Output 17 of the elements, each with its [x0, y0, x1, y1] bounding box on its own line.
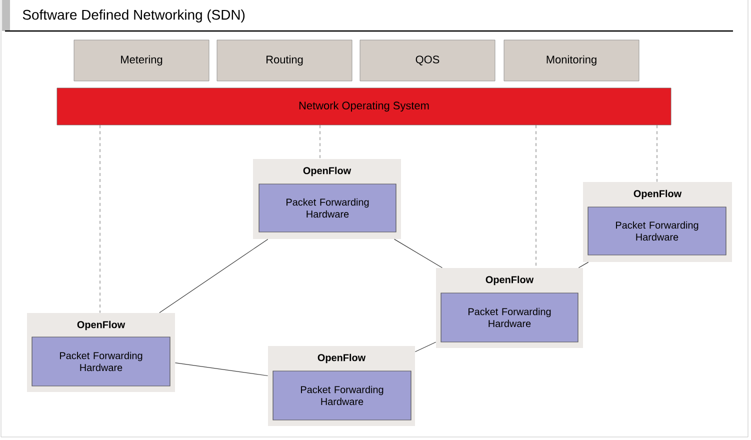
- hardware-box: Packet Forwarding Hardware: [32, 336, 170, 386]
- service-box: QOS: [360, 40, 496, 82]
- hardware-box: Packet Forwarding Hardware: [258, 184, 396, 232]
- connector-line: [159, 238, 268, 314]
- hardware-box: Packet Forwarding Hardware: [272, 370, 412, 420]
- title: Software Defined Networking (SDN): [22, 10, 245, 22]
- connector-line: [414, 342, 436, 352]
- service-box: Routing: [216, 40, 352, 82]
- hardware-box: Packet Forwarding Hardware: [588, 206, 726, 256]
- service-box: Metering: [74, 40, 210, 82]
- connector-line: [394, 238, 442, 268]
- connector-line: [578, 262, 589, 268]
- hardware-box: Packet Forwarding Hardware: [440, 292, 578, 342]
- system-bar: Network Operating System: [56, 88, 672, 126]
- service-box: Monitoring: [504, 40, 640, 82]
- connector-line: [174, 362, 268, 376]
- connector-line: [656, 125, 658, 182]
